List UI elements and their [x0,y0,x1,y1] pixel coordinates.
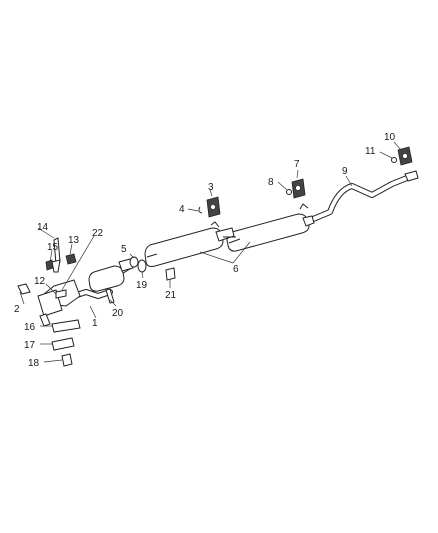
callout-10: 10 [384,132,396,143]
nut-18 [61,353,73,367]
clamp-5 [129,256,139,268]
bolt-20 [105,288,115,304]
hanger-10 [391,146,413,166]
callout-14: 14 [37,222,49,233]
callout-1: 1 [92,318,98,329]
callout-21: 21 [165,290,177,301]
callout-12: 12 [34,276,46,287]
callout-17: 17 [24,340,36,351]
callout-5: 5 [121,244,127,255]
callout-labels: 1 2 3 4 5 6 7 8 9 10 11 12 13 14 15 16 1… [14,132,396,369]
callout-7: 7 [294,159,300,170]
callout-13: 13 [68,235,80,246]
rear-muffler [226,203,315,252]
callout-8: 8 [268,177,274,188]
callout-16: 16 [24,322,36,333]
leader-lines [19,141,402,363]
gasket-19 [137,259,147,273]
callout-18: 18 [28,358,40,369]
callout-3: 3 [208,182,214,193]
callout-4: 4 [179,204,185,215]
bracket-14 [51,237,61,273]
bracket-17 [51,337,75,351]
stud-12 [55,289,67,299]
sensor-2 [17,283,31,295]
front-muffler [144,221,236,267]
callout-6: 6 [233,264,239,275]
hanger-21 [165,267,176,281]
tail-pipe [303,170,419,225]
callout-9: 9 [342,166,348,177]
callout-19: 19 [136,280,148,291]
plate-16 [51,319,81,333]
callout-20: 20 [112,308,124,319]
callout-11: 11 [365,146,376,157]
hanger-3 [198,196,221,218]
callout-22: 22 [92,228,104,239]
isolator-15 [45,259,54,271]
isolator-13 [65,253,77,265]
callout-2: 2 [14,304,20,315]
callout-15: 15 [47,242,59,253]
hanger-7 [286,178,306,199]
